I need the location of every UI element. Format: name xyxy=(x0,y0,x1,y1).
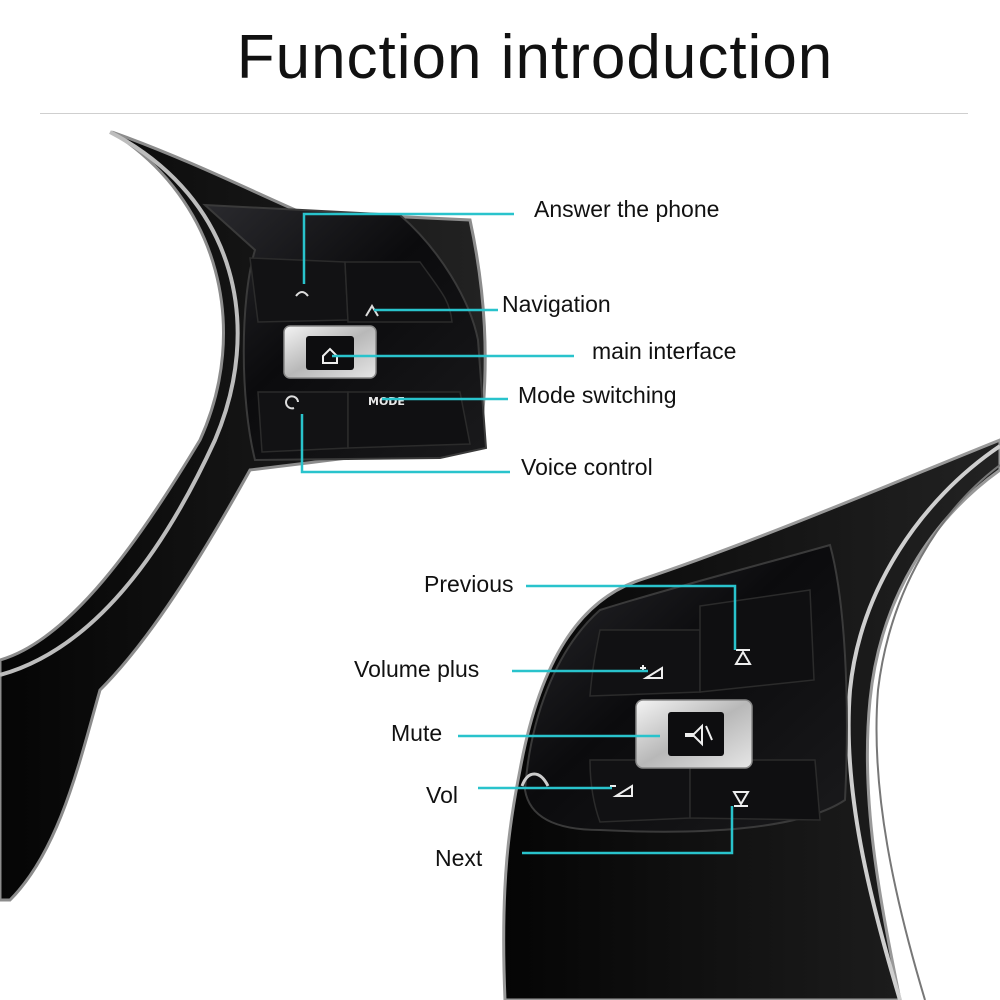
volume-minus-icon xyxy=(610,784,633,797)
phone-icon xyxy=(295,291,309,297)
home-button xyxy=(306,336,354,370)
callout-voice xyxy=(300,414,510,474)
label-previous: Previous xyxy=(424,571,514,597)
lower-callout-lines xyxy=(458,584,737,855)
label-navigation: Navigation xyxy=(502,291,611,317)
label-next: Next xyxy=(435,845,483,871)
previous-track-icon xyxy=(734,649,752,665)
page-title: Function introduction xyxy=(236,23,834,92)
upper-callout-lines xyxy=(300,212,574,474)
navigation-arrow-icon xyxy=(365,304,379,317)
callout-answer xyxy=(302,212,514,284)
title-divider xyxy=(40,113,968,114)
mute-icon xyxy=(685,723,713,747)
label-volume-plus: Volume plus xyxy=(354,656,480,682)
callout-next xyxy=(522,806,734,855)
mute-button xyxy=(668,712,724,756)
label-mode-switching: Mode switching xyxy=(518,382,677,408)
voice-icon xyxy=(285,395,299,410)
callout-previous xyxy=(526,584,737,650)
mode-text: MODE xyxy=(368,395,405,408)
home-icon xyxy=(322,347,338,364)
lower-button-panel xyxy=(520,543,848,833)
label-voice-control: Voice control xyxy=(521,454,653,480)
label-mute: Mute xyxy=(391,720,443,746)
next-track-icon xyxy=(732,791,750,807)
label-vol: Vol xyxy=(426,782,458,808)
label-answer-the-phone: Answer the phone xyxy=(534,196,720,222)
label-main-interface: main interface xyxy=(592,338,737,364)
